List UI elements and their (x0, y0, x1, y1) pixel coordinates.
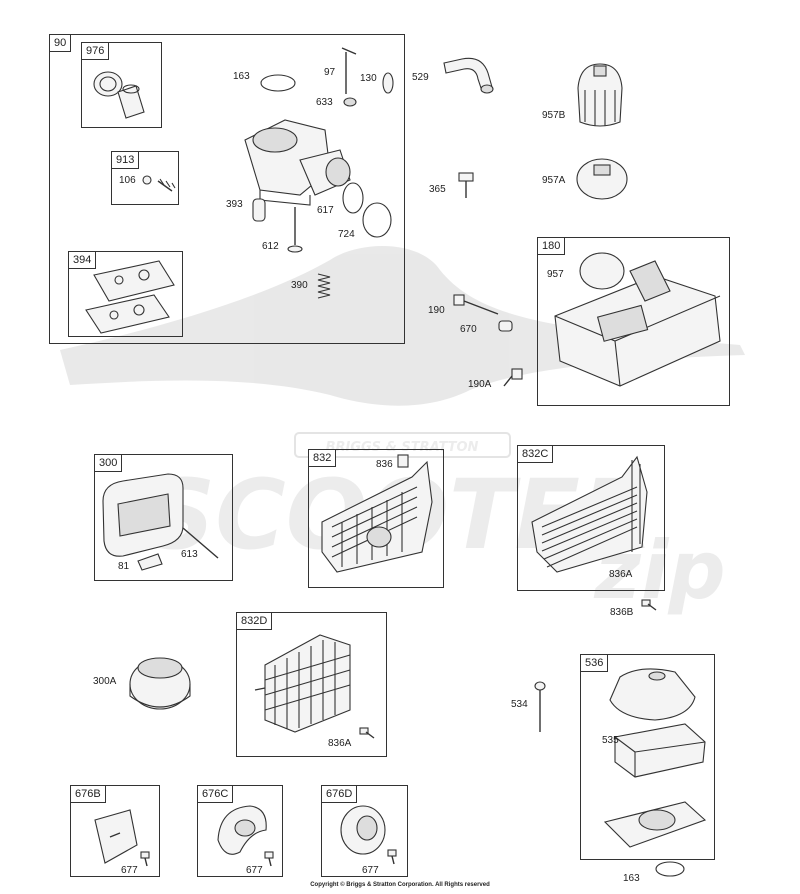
screw-365-part[interactable] (456, 170, 476, 202)
elbow-529-part[interactable] (442, 55, 494, 95)
label-393[interactable]: 393 (226, 199, 243, 210)
float-393-part[interactable] (250, 196, 268, 224)
screw-677c-part[interactable] (385, 848, 401, 866)
label-957b[interactable]: 957B (542, 110, 566, 121)
label-957[interactable]: 957 (547, 269, 564, 280)
group-box-180: 180 (537, 237, 730, 406)
deflector-676b-part[interactable] (85, 805, 145, 867)
label-836a-832d[interactable]: 836A (328, 738, 352, 749)
o-ring-163-part[interactable] (258, 72, 298, 94)
o-ring-163b-part[interactable] (652, 858, 688, 880)
group-tag-676c[interactable]: 676C (198, 786, 234, 803)
label-613[interactable]: 613 (181, 549, 198, 560)
fuel-cap-957b-part[interactable] (570, 60, 630, 136)
muffler-300a-part[interactable] (124, 648, 196, 714)
group-tag-832c[interactable]: 832C (518, 446, 554, 463)
label-836[interactable]: 836 (376, 459, 393, 470)
label-633[interactable]: 633 (316, 97, 333, 108)
group-box-832: 832 (308, 449, 444, 588)
label-190[interactable]: 190 (428, 305, 445, 316)
spring-390-part[interactable] (314, 270, 334, 304)
group-box-300: 300 (94, 454, 233, 581)
label-190a[interactable]: 190A (468, 379, 492, 390)
group-tag-536[interactable]: 536 (581, 655, 609, 672)
label-97[interactable]: 97 (324, 67, 336, 78)
screw-836a-part[interactable] (358, 726, 376, 742)
label-365[interactable]: 365 (429, 184, 446, 195)
label-677-676c[interactable]: 677 (246, 865, 263, 876)
copyright-notice: Copyright © Briggs & Stratton Corporatio… (310, 882, 490, 888)
carburetor-gasket-set-part[interactable] (74, 255, 184, 335)
group-tag-676b[interactable]: 676B (71, 786, 106, 803)
label-163-bottom[interactable]: 163 (623, 873, 640, 884)
label-617[interactable]: 617 (317, 205, 334, 216)
deflector-676d-part[interactable] (335, 800, 395, 860)
muffler-guard-832d-part[interactable] (250, 620, 360, 736)
label-670[interactable]: 670 (460, 324, 477, 335)
muffler-guard-832c-part[interactable] (522, 452, 662, 584)
group-tag-976[interactable]: 976 (82, 43, 110, 60)
group-box-976: 976 (81, 42, 162, 128)
group-box-832c: 832C (517, 445, 665, 591)
group-box-536: 536 (580, 654, 715, 860)
group-tag-676d[interactable]: 676D (322, 786, 358, 803)
label-677-676d[interactable]: 677 (362, 865, 379, 876)
bowl-seal-kit-part[interactable] (86, 62, 156, 122)
screw-677a-part[interactable] (138, 850, 154, 868)
fuel-tank-part[interactable] (545, 246, 725, 396)
screw-677b-part[interactable] (262, 850, 278, 868)
label-534[interactable]: 534 (511, 699, 528, 710)
group-box-394: 394 (68, 251, 183, 337)
deflector-676c-part[interactable] (210, 800, 274, 864)
group-tag-180[interactable]: 180 (538, 238, 566, 255)
label-529[interactable]: 529 (412, 72, 429, 83)
fuel-cap-957a-part[interactable] (572, 155, 632, 203)
group-tag-394[interactable]: 394 (69, 252, 97, 269)
group-tag-90[interactable]: 90 (50, 35, 72, 52)
bolt-190-part[interactable] (452, 292, 502, 318)
group-box-676b: 676B (70, 785, 160, 877)
label-300a[interactable]: 300A (93, 676, 117, 687)
seal-633-part[interactable] (342, 96, 358, 108)
bushing-670-part[interactable] (496, 318, 516, 334)
group-box-676c: 676C (197, 785, 283, 877)
choke-valve-part[interactable] (380, 70, 396, 96)
seal-724-part[interactable] (360, 200, 394, 240)
label-106[interactable]: 106 (119, 175, 136, 186)
label-836a-832c[interactable]: 836A (609, 569, 633, 580)
label-390[interactable]: 390 (291, 280, 308, 291)
label-957a[interactable]: 957A (542, 175, 566, 186)
group-box-832d: 832D (236, 612, 387, 757)
gasket-617-part[interactable] (340, 180, 366, 216)
group-tag-832[interactable]: 832 (309, 450, 337, 467)
bowl-screw-612-part[interactable] (285, 205, 305, 255)
carburetor-body-part[interactable] (230, 110, 360, 220)
label-724[interactable]: 724 (338, 229, 355, 240)
group-tag-913[interactable]: 913 (112, 152, 140, 169)
group-box-90: 90 (49, 34, 405, 344)
stud-534-part[interactable] (532, 680, 548, 736)
label-130[interactable]: 130 (360, 73, 377, 84)
label-677-676b[interactable]: 677 (121, 865, 138, 876)
label-81[interactable]: 81 (118, 561, 130, 572)
label-612[interactable]: 612 (262, 241, 279, 252)
inlet-needle-seat-part[interactable] (140, 172, 180, 200)
group-tag-832d[interactable]: 832D (237, 613, 273, 630)
bolt-190a-part[interactable] (500, 366, 526, 390)
group-tag-300[interactable]: 300 (95, 455, 123, 472)
label-163[interactable]: 163 (233, 71, 250, 82)
air-cleaner-assembly-part[interactable] (595, 662, 713, 857)
group-box-913: 913 (111, 151, 179, 205)
group-box-676d: 676D (321, 785, 408, 877)
choke-shaft-part[interactable] (332, 44, 362, 104)
label-535[interactable]: 535 (602, 735, 619, 746)
muffler-guard-832-part[interactable] (312, 452, 442, 582)
screw-836b-part[interactable] (640, 598, 658, 614)
muffler-300-part[interactable] (98, 466, 228, 576)
label-836b[interactable]: 836B (610, 607, 634, 618)
